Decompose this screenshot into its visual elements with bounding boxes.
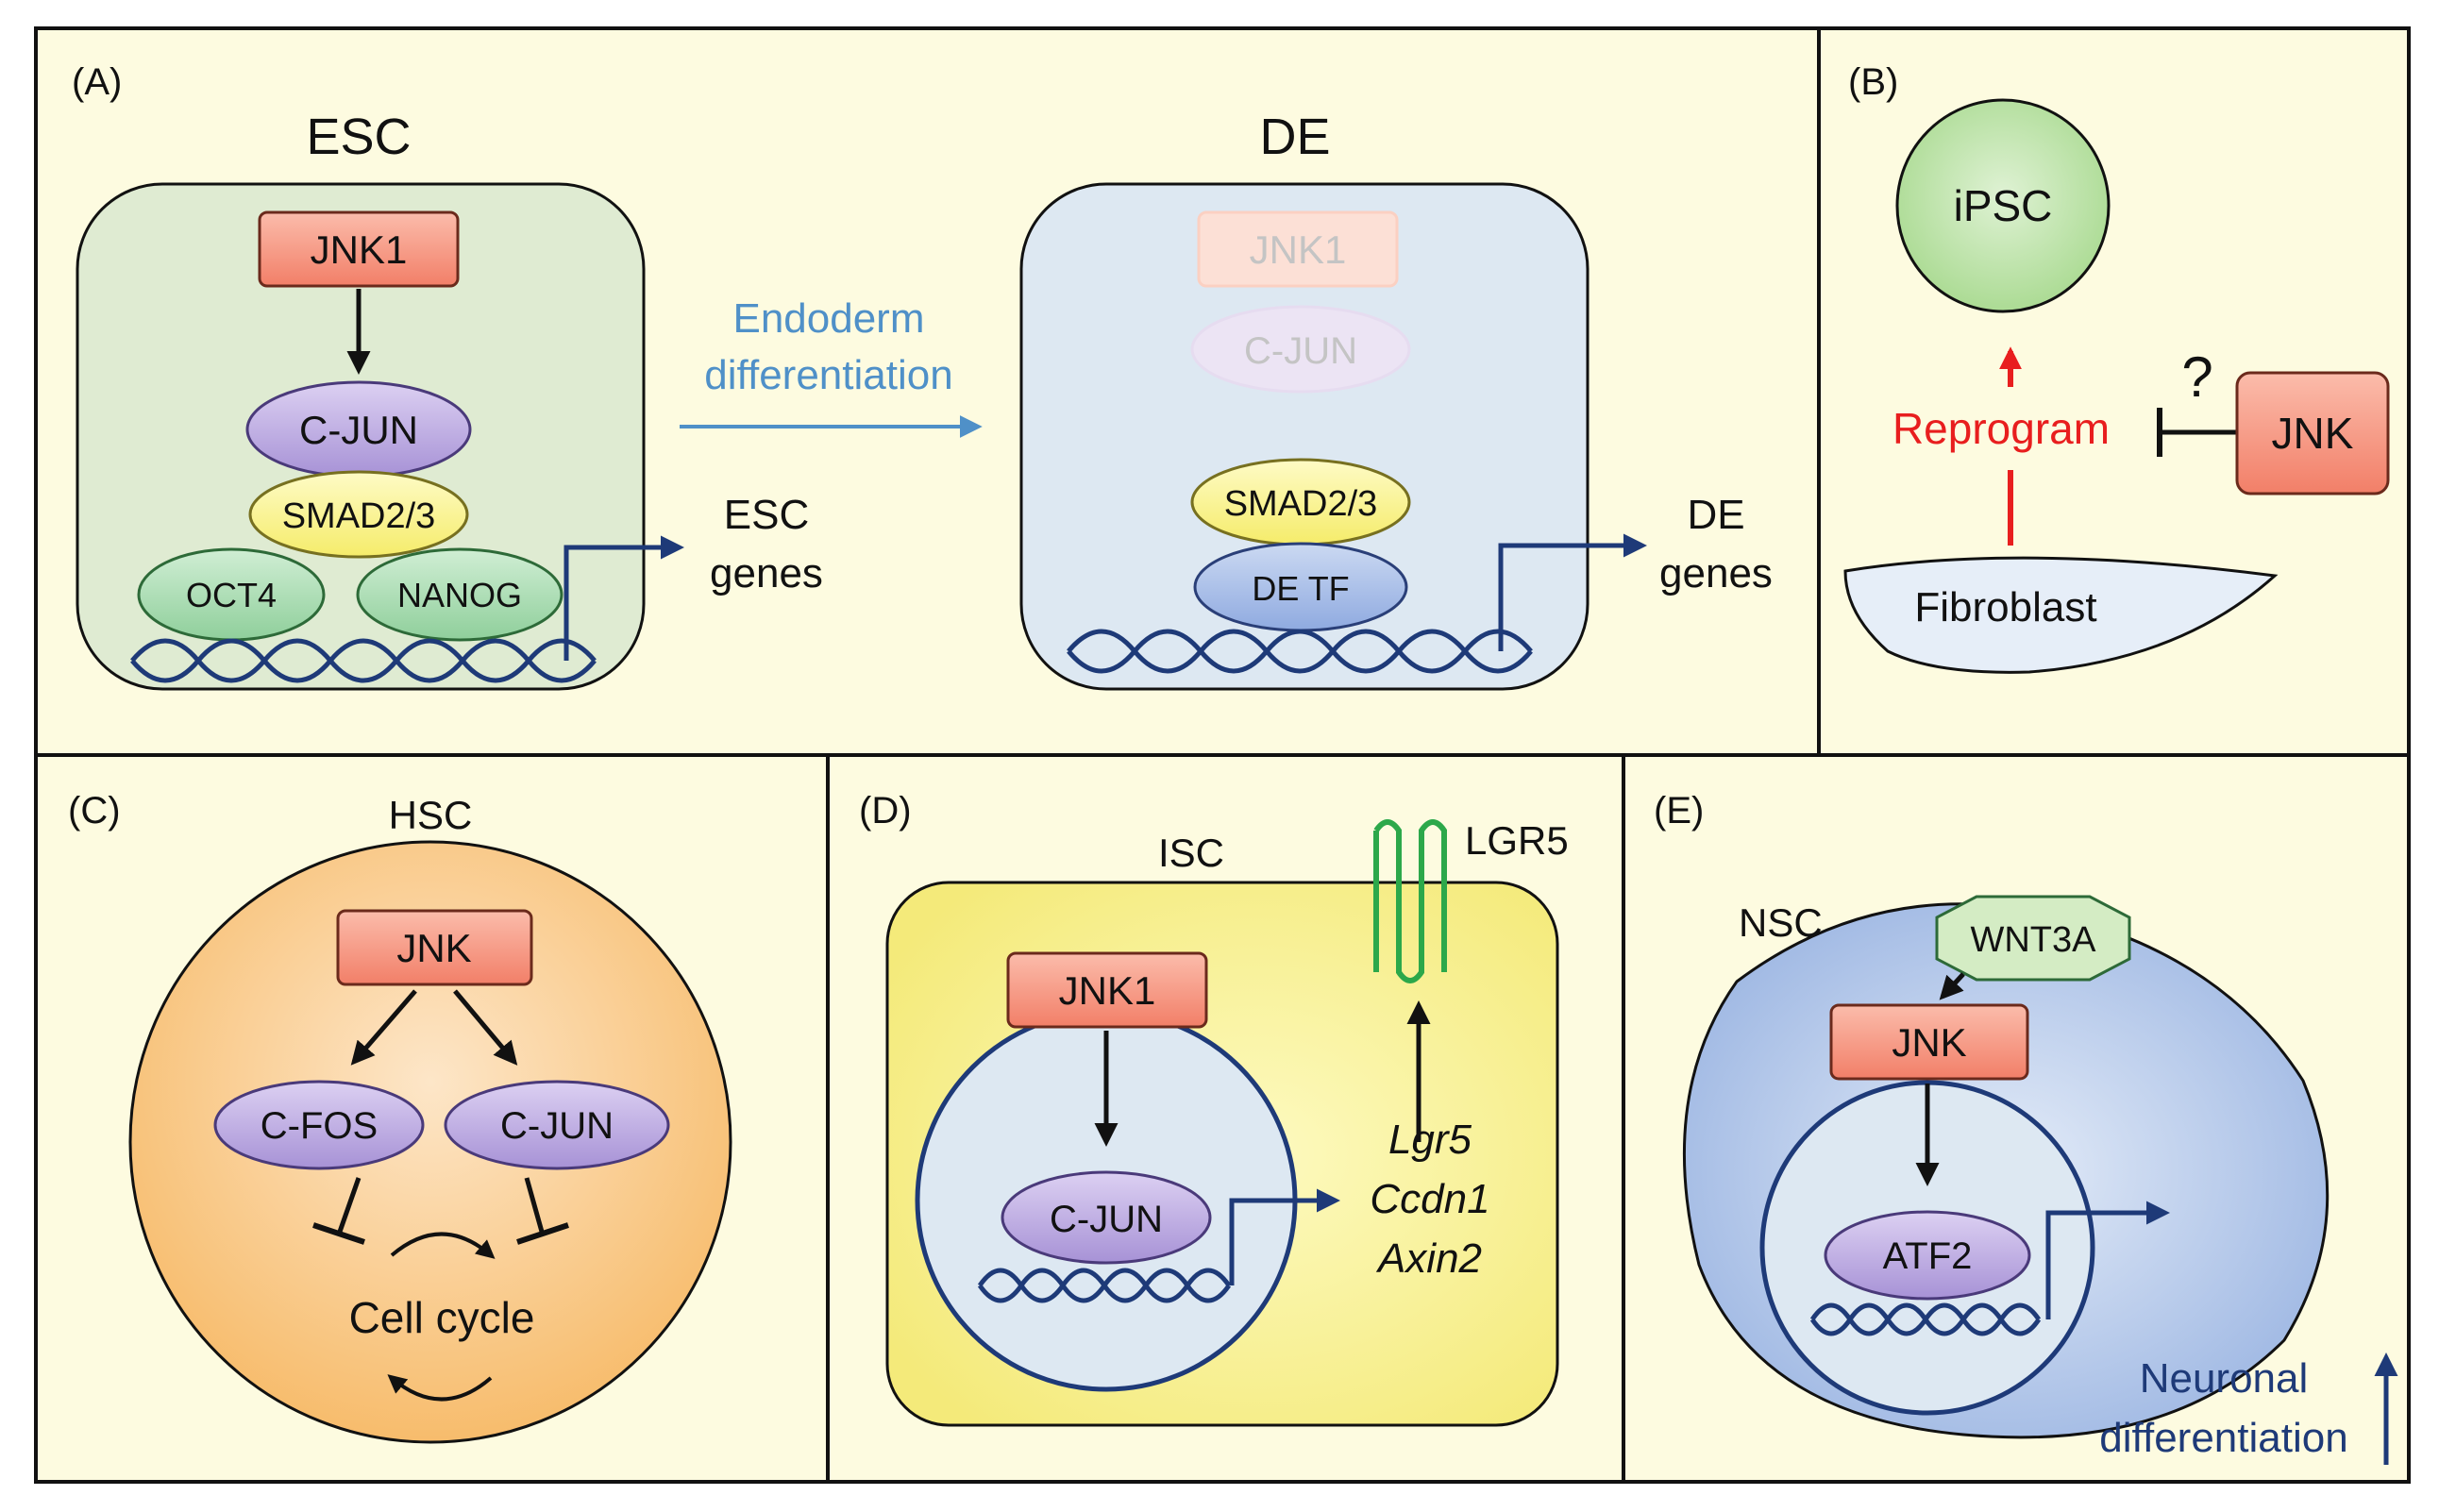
panel-a-label: (A) [72,61,122,103]
isc-cjun-label: C-JUN [1050,1199,1163,1240]
nsc-jnk-label: JNK [1892,1020,1966,1065]
panel-b: (B) iPSC Reprogram ? JNK Fibroblast [1843,61,2390,674]
nsc-promoter-arrow [2045,1201,2170,1319]
esc-oct4-label: OCT4 [186,576,277,614]
esc-jnk1-box [258,210,460,288]
hsc-cjun-label: C-JUN [500,1105,614,1147]
hsc-jnk-label: JNK [396,926,471,970]
endoderm-label-line2: differentiation [704,352,952,398]
esc-smad-label: SMAD2/3 [282,496,436,536]
cell-cycle-label: Cell cycle [349,1293,535,1342]
lgr5-label: LGR5 [1465,818,1569,863]
wnt3a-arrow [1939,972,1965,1000]
panel-c-label: (C) [68,790,121,832]
de-detf-label: DE TF [1252,569,1349,608]
fibroblast-shape [1843,556,2279,674]
de-jnk1-label: JNK1 [1250,227,1347,272]
esc-cjun-label: C-JUN [299,408,418,452]
endoderm-label-line1: Endoderm [732,295,924,342]
panel-b-jnk-box [2235,371,2390,496]
nsc-atf2-oval [1824,1210,2031,1301]
panel-a: (A) ESC JNK1 C-JUN SMAD2/3 OCT4 NANOG ES… [72,61,1773,691]
de-dna-strand-1 [1067,629,1533,674]
isc-jnk1-box [1006,951,1208,1029]
cfos-inhibit-bar [312,1222,365,1245]
cjun-inhibit-line [524,1177,545,1233]
cjun-inhibit-bar [516,1222,569,1245]
hsc-arrow-to-cfos [350,989,417,1066]
cycle-arrow-top [390,1232,496,1259]
ipsc-circle [1895,98,2111,313]
gene-lgr5: Lgr5 [1388,1117,1472,1163]
de-cjun-label: C-JUN [1244,330,1357,372]
hsc-cjun-oval [444,1080,670,1170]
lgr5-receptor-icon [1373,819,1447,983]
de-dna-strand-2 [1067,629,1533,674]
de-title: DE [1259,109,1330,165]
gene-axin2: Axin2 [1375,1235,1482,1282]
de-cell [1019,182,1590,691]
panel-e: (E) NSC WNT3A JNK ATF2 Neuronal differen… [1654,790,2398,1465]
isc-jnk1-label: JNK1 [1059,968,1156,1013]
de-genes-line1: DE [1687,492,1744,538]
esc-dna-strand-1 [130,638,597,683]
neuronal-line1: Neuronal [2140,1355,2309,1402]
de-jnk1-box-faded [1197,210,1399,288]
panel-b-label: (B) [1848,61,1898,103]
esc-nanog-oval [356,547,563,642]
nsc-jnk-box [1829,1003,2029,1081]
ipsc-label: iPSC [1954,181,2053,230]
esc-dna-strand-2 [130,638,597,683]
de-promoter-arrow [1498,533,1647,651]
hsc-cell [128,840,732,1444]
esc-smad-oval [248,470,469,559]
de-genes-line2: genes [1659,550,1773,596]
panel-c: (C) HSC JNK C-FOS C-JUN Cell cycle [68,790,732,1444]
panel-b-jnk-label: JNK [2272,409,2354,458]
isc-cjun-oval [1001,1170,1212,1265]
wnt3a-label: WNT3A [1971,920,2097,960]
gene-ccdn1: Ccdn1 [1370,1176,1489,1222]
wnt3a-octagon [1935,895,2131,982]
cfos-inhibit-line [337,1177,362,1233]
isc-title: ISC [1158,831,1224,875]
nsc-atf2-label: ATF2 [1883,1235,1973,1277]
isc-promoter-arrow [1229,1188,1340,1285]
esc-nanog-label: NANOG [397,576,522,614]
panel-e-label: (E) [1654,790,1704,832]
esc-promoter-arrow [563,535,684,661]
neuronal-line2: differentiation [2099,1415,2347,1461]
esc-jnk1-label: JNK1 [311,227,408,272]
isc-dna-strand-2 [977,1268,1232,1303]
esc-genes-line2: genes [710,550,823,596]
panel-d: (D) ISC LGR5 JNK1 C-JUN Lgr5 Ccdn1 Axin2 [859,790,1569,1427]
de-smad-label: SMAD2/3 [1224,484,1378,524]
hsc-arrow-to-cjun [453,989,518,1066]
cycle-arrow-bottom [387,1374,493,1402]
hsc-title: HSC [389,793,473,837]
reprogram-label: Reprogram [1892,404,2110,453]
nsc-dna-strand-2 [1809,1302,2042,1336]
esc-genes-line1: ESC [724,492,809,538]
hsc-cfos-label: C-FOS [261,1105,378,1147]
hsc-jnk-box [336,909,533,986]
panel-d-label: (D) [859,790,912,832]
de-cjun-oval-faded [1190,305,1411,394]
fibroblast-label: Fibroblast [1914,584,2096,630]
question-mark: ? [2181,345,2212,409]
esc-title: ESC [306,109,411,165]
hsc-cfos-oval [213,1080,425,1170]
